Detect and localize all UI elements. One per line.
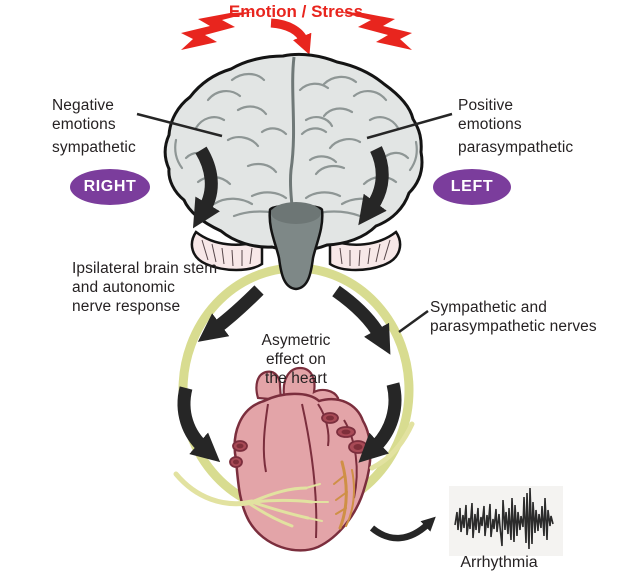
negative-leader-line bbox=[136, 112, 223, 138]
brain-left-arrow bbox=[192, 146, 220, 229]
heart-illustration bbox=[173, 366, 415, 552]
asymetric-effect-label: Asymetric effect on the heart bbox=[261, 332, 331, 387]
cerebellum-illustration bbox=[190, 230, 402, 272]
ecg-trace-icon bbox=[449, 486, 563, 556]
right-hemisphere-badge: RIGHT bbox=[70, 169, 150, 205]
negative-emotions-label: Negative emotions bbox=[52, 97, 116, 133]
stress-arrow-icon bbox=[270, 18, 312, 55]
ecg-arrow bbox=[369, 516, 436, 542]
vessel-stubs bbox=[229, 412, 368, 468]
brain-right-arrow bbox=[358, 146, 389, 226]
emotion-stress-title: Emotion / Stress bbox=[228, 2, 364, 21]
positive-emotions-label: Positive emotions bbox=[458, 97, 522, 133]
parasympathetic-label: parasympathetic bbox=[458, 139, 574, 156]
arrhythmia-label: Arrhythmia bbox=[460, 554, 538, 571]
left-hemisphere-badge: LEFT bbox=[433, 169, 511, 205]
nerves-label: Sympathetic and parasympathetic nerves bbox=[430, 299, 597, 335]
ipsilateral-label: Ipsilateral brain stem and autonomic ner… bbox=[72, 260, 218, 315]
nerves-leader-line bbox=[398, 309, 429, 334]
sympathetic-label: sympathetic bbox=[52, 139, 136, 156]
ring-top-right-arrow bbox=[332, 285, 391, 355]
ring-mid-right-arrow bbox=[358, 382, 402, 463]
lightning-bolt-left-icon bbox=[181, 12, 253, 50]
ring-top-left-arrow bbox=[197, 285, 264, 342]
lightning-bolt-right-icon bbox=[340, 12, 412, 50]
positive-leader-line bbox=[366, 112, 453, 140]
cardiac-nerves-yellow bbox=[173, 421, 415, 528]
cardiac-branch-orange bbox=[333, 460, 355, 530]
brainstem-illustration bbox=[268, 202, 324, 291]
ring-mid-left-arrow bbox=[177, 386, 221, 463]
